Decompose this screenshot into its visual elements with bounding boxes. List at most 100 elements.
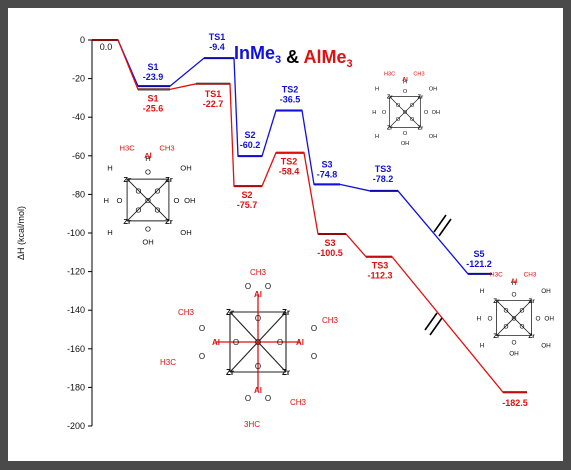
structure-ts-methyl-b: CH3 [413,72,424,78]
chart-panel [8,8,563,461]
InMe3-S3-value: -74.8 [317,169,338,179]
product-oxygen-9: O [255,362,261,371]
AlMe3-S3-name: S3 [324,238,335,248]
AlMe3-S1-value: -25.6 [143,103,164,113]
structure-ts-oxygen-0: O [403,89,408,95]
structure-s5-zr-0: Zr [493,298,500,305]
structure-s1-h-0: H [107,164,112,173]
structure-s5-oxygen-0: O [512,291,517,298]
structure-ts-oxygen-2: O [382,110,387,116]
structure-s1-oxygen-7: O [136,205,142,214]
y-tick-label-80: -80 [72,189,85,199]
product-zr-3: Zr [282,368,290,377]
structure-ts-oxygen-4: O [403,110,408,116]
structure-s5-oxygen-5: O [504,307,509,314]
product-oxygen-10: O [233,338,239,347]
structure-ts-zr-3: Zr [418,126,424,132]
AlMe3-S1-name: S1 [147,93,158,103]
title-part-2: AlMe [303,47,346,67]
structure-s1-methyl-b: CH3 [159,144,174,153]
structure-s1-h-3: OH [180,228,191,237]
structure-s5-oxygen-6: O [520,323,525,330]
InMe3-TS2-name: TS2 [282,84,299,94]
InMe3-profile-line [92,39,492,275]
structure-s5-h-7: OH [509,351,519,358]
product-methyl-3: H3C [160,358,176,367]
structure-s5-oxygen-4: O [512,315,517,322]
y-tick-label-200: -200 [67,421,85,431]
product-methyl-2: CH3 [322,316,339,325]
InMe3-S2-name: S2 [244,130,255,140]
product-methyl-4: CH3 [290,398,307,407]
structure-s1-methyl-a: H3C [119,144,135,153]
product-oxygen-6: O [245,394,251,403]
structure-ts-methyl-a: H3C [384,72,395,78]
structure-s1-h-1: OH [180,164,191,173]
InMe3-TS2-value: -36.5 [280,94,301,104]
structure-s5-h-0: H [480,288,485,295]
product-oxygen-12: O [255,338,261,347]
structure-ts-h-3: OH [429,134,437,140]
structure-s1-h-6: H [145,154,150,163]
product-zr-2: Zr [226,368,234,377]
structure-ts-oxygen-3: O [424,110,429,116]
AlMe3-S2-value: -75.7 [237,200,258,210]
y-tick-label-100: -100 [67,228,85,238]
AlMe3-TS1-name: TS1 [205,89,222,99]
AlMe3-TS3-value: -112.3 [367,271,392,281]
product-al-0: Al [254,290,262,299]
AlMe3-S2-name: S2 [241,190,252,200]
structure-ts-zr-0: Zr [387,95,393,101]
y-tick-label-0: 0 [80,35,85,45]
structure-s1-zr-1: Zr [165,175,173,184]
InMe3-start-label: 0.0 [100,42,113,52]
structure-s5-methyl-b: CH3 [524,271,537,278]
structure-s1-zr-0: Zr [123,175,131,184]
structure-s1-h-5: OH [184,196,195,205]
product-oxygen-5: O [311,352,317,361]
structure-s1-oxygen-8: O [155,186,161,195]
series-layer: 0.0S1-23.9TS1-9.4S2-60.2TS2-36.5S3-74.8T… [92,32,528,408]
structure-ts-h-5: OH [432,110,440,116]
structure-s5-bond-1-2 [496,300,532,336]
structure-s5-oxygen-2: O [488,315,493,322]
product-oxygen-4: O [311,324,317,333]
product-oxygen-7: O [265,394,271,403]
product-oxygen-3: O [199,352,205,361]
title-layer: InMe3 & AlMe3 [234,43,353,70]
InMe3-S3-name: S3 [321,159,332,169]
InMe3-TS3-value: -78.2 [373,174,394,184]
structure-ts-oxygen-5: O [396,103,401,109]
structure-s1-oxygen-0: O [145,167,151,176]
structure-s1-h-4: H [103,196,108,205]
structure-s5-h-2: H [480,343,485,350]
structure-s1-oxygen-1: O [145,224,151,233]
title-part-1: & [281,47,303,67]
InMe3-TS1-name: TS1 [209,32,226,42]
product-al-1: Al [254,386,262,395]
AlMe3-S5-value: -182.5 [502,398,528,408]
structure-ts-h-1: OH [429,86,437,92]
structure-ts-zr-2: Zr [387,126,393,132]
InMe3-S1-name: S1 [147,62,158,72]
structure-ts-h-0: H [375,86,379,92]
y-tick-label-60: -60 [72,151,85,161]
structure-s1-oxygen-3: O [174,196,180,205]
structure-s5-h-5: OH [544,315,554,322]
structure-s5-oxygen-1: O [512,339,517,346]
structure-s1-h-2: H [107,228,112,237]
InMe3-TS1-value: -9.4 [209,42,225,52]
structure-ts-oxygen-6: O [410,117,415,123]
y-tick-label-180: -180 [67,382,85,392]
title-part-0: InMe [234,43,275,63]
structure-s5-zr-3: Zr [528,333,535,340]
structure-s5-h-3: OH [541,343,551,350]
structure-s5-zr-2: Zr [493,333,500,340]
product-methyl-0: CH3 [250,268,267,277]
